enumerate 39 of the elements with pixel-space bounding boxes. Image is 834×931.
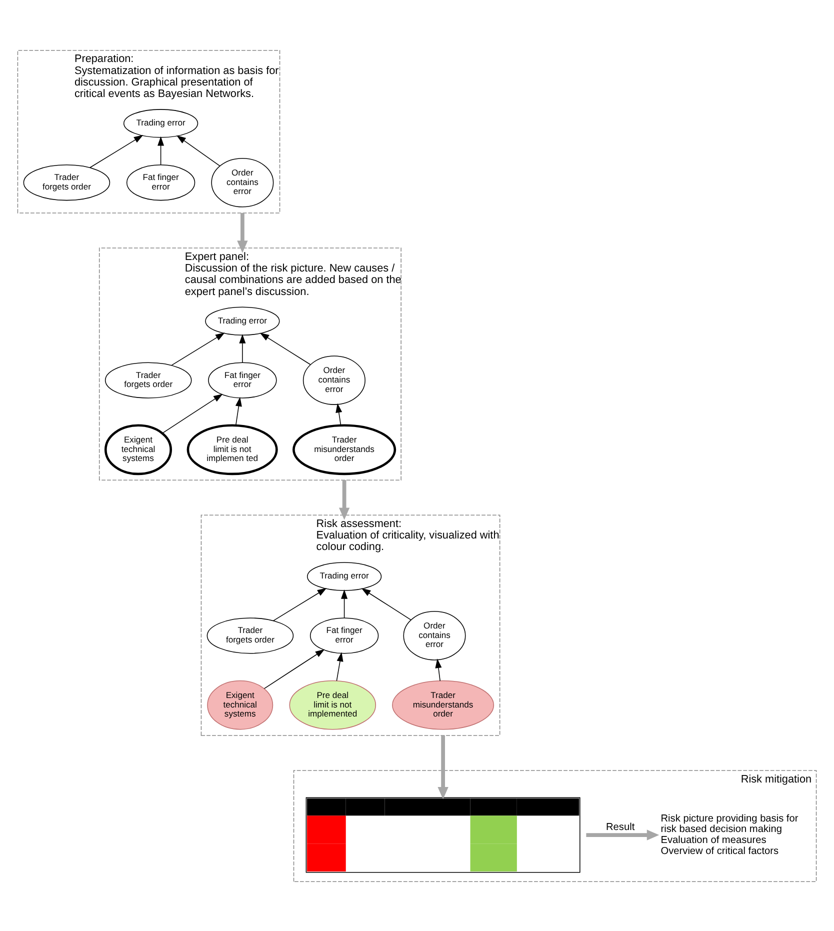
node-ellipse: Trader misunderstands order — [392, 680, 494, 730]
node-ellipse: Pre deal limit is not implemented — [289, 680, 376, 730]
arrow — [158, 136, 164, 165]
arrow — [237, 212, 248, 252]
node-ellipse: Trader forgets order — [104, 362, 192, 398]
node-ellipse: Pre deal limit is not implemen ted — [186, 424, 278, 475]
node-ellipse: Exigent technical systems — [207, 680, 274, 730]
node-ellipse: Order contains error — [403, 610, 466, 660]
node-ellipse: Trader forgets order — [206, 617, 294, 654]
node-ellipse: Order contains error — [302, 355, 366, 404]
node-ellipse: Order contains error — [211, 157, 274, 207]
node-ellipse: Fat finger error — [126, 164, 196, 200]
arrow — [435, 658, 442, 681]
edge-label: Result — [606, 821, 635, 832]
node-text: Risk picture providing basis for risk based decision making Evaluation of measures Overview of critical factors — [660, 812, 798, 856]
node-ellipse: Trader forgets order — [23, 164, 110, 200]
node-ellipse: Trading error — [306, 562, 382, 590]
arrow — [361, 588, 412, 620]
arrow — [336, 652, 344, 681]
arrow — [586, 829, 660, 840]
arrow — [273, 588, 327, 621]
arrow — [90, 134, 144, 168]
arrow — [264, 648, 325, 688]
arrow — [171, 332, 225, 366]
arrow — [338, 480, 350, 520]
node-ellipse: Trading error — [205, 306, 280, 335]
arrow — [176, 134, 220, 166]
node-ellipse: Fat finger error — [208, 362, 277, 398]
node-ellipse: Fat finger error — [310, 617, 379, 654]
arrow — [341, 588, 348, 618]
arrow — [260, 332, 311, 364]
node-ellipse: Exigent technical systems — [104, 424, 172, 475]
arrow — [438, 734, 448, 799]
arrow — [239, 334, 246, 362]
node-ellipse: Trading error — [123, 108, 198, 138]
arrow — [235, 396, 242, 426]
node-ellipse: Trader misunderstands order — [292, 424, 396, 475]
arrow — [336, 402, 342, 426]
arrow — [162, 393, 223, 434]
